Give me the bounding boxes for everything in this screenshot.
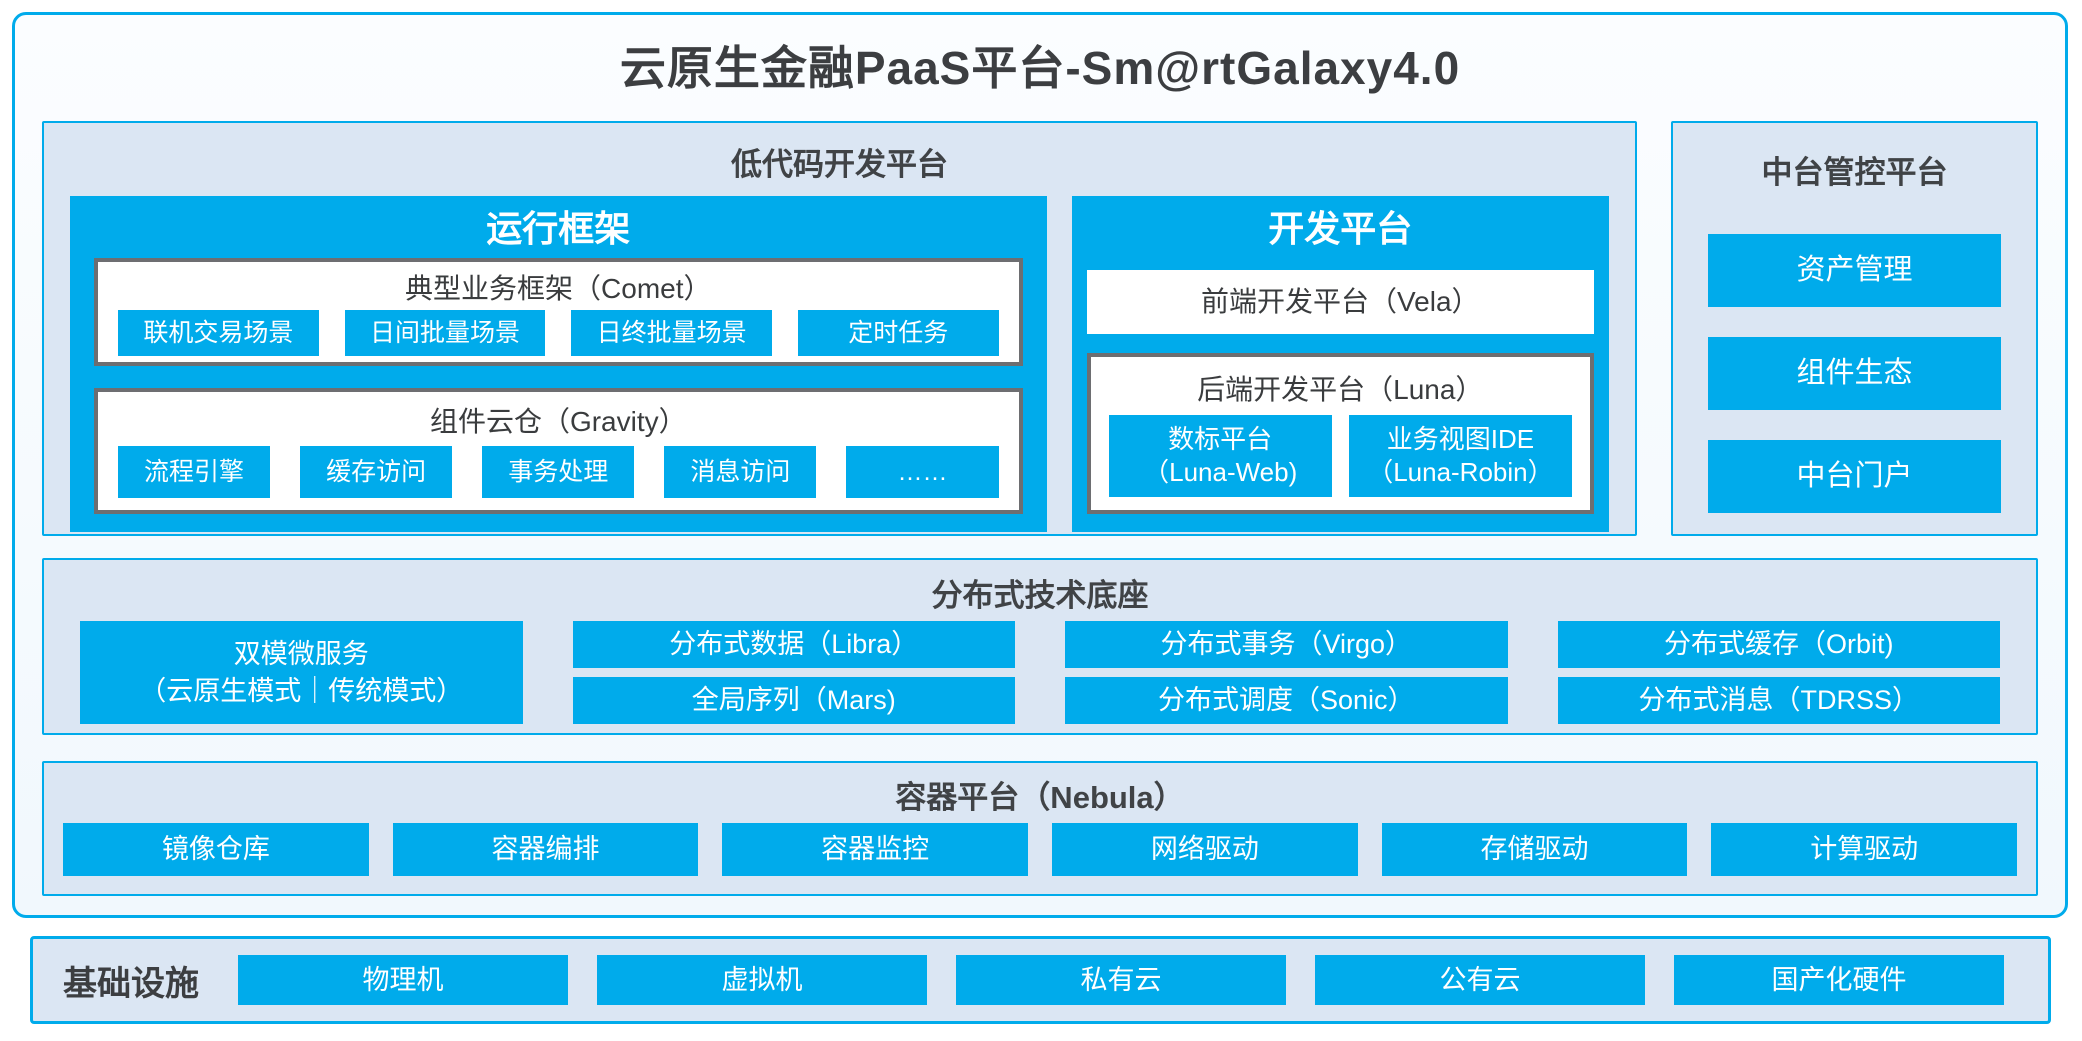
- gravity-item-transaction: 事务处理: [482, 446, 635, 498]
- mid-item-component-ecosystem: 组件生态: [1708, 337, 2001, 410]
- dist-item-sequence-mars: 全局序列（Mars): [572, 677, 1015, 724]
- gravity-warehouse-heading: 组件云仓（Gravity）: [429, 406, 687, 437]
- infra-item-physical-machine: 物理机: [238, 955, 568, 1005]
- luna-backend-box: 后端开发平台（Luna） 数标平台 （Luna-Web) 业务视图IDE （Lu…: [1086, 353, 1594, 514]
- low-code-platform-panel: 低代码开发平台 运行框架 典型业务框架（Comet） 联机交易场景 日间批量场景…: [42, 121, 1637, 536]
- gravity-item-process-engine: 流程引擎: [118, 446, 271, 498]
- vela-frontend-box: 前端开发平台（Vela）: [1086, 270, 1594, 334]
- container-platform-items: 镜像仓库 容器编排 容器监控 网络驱动 存储驱动 计算驱动: [44, 823, 2036, 894]
- infra-item-private-cloud: 私有云: [956, 955, 1286, 1005]
- luna-items: 数标平台 （Luna-Web) 业务视图IDE （Luna-Robin）: [1108, 415, 1573, 497]
- luna-backend-heading: 后端开发平台（Luna）: [1197, 374, 1484, 405]
- comet-framework-heading: 典型业务框架（Comet）: [405, 273, 712, 304]
- comet-item-eod-batch: 日终批量场景: [571, 310, 772, 356]
- mid-platform-items: 资产管理 组件生态 中台门户: [1673, 216, 2036, 513]
- luna-item-web: 数标平台 （Luna-Web): [1108, 415, 1332, 497]
- low-code-body: 运行框架 典型业务框架（Comet） 联机交易场景 日间批量场景 日终批量场景 …: [44, 196, 1635, 549]
- comet-item-daytime-batch: 日间批量场景: [344, 310, 546, 356]
- luna-item-web-code: （Luna-Web): [1143, 457, 1298, 487]
- luna-item-robin: 业务视图IDE （Luna-Robin）: [1348, 415, 1573, 497]
- platform-frame: 云原生金融PaaS平台-Sm@rtGalaxy4.0 低代码开发平台 运行框架 …: [12, 12, 2068, 918]
- distributed-column-2: 分布式事务（Virgo） 分布式调度（Sonic）: [1065, 621, 1508, 724]
- dual-mode-microservice-box: 双模微服务 （云原生模式｜传统模式）: [80, 621, 523, 724]
- infra-item-public-cloud: 公有云: [1315, 955, 1645, 1005]
- dist-item-transaction-virgo: 分布式事务（Virgo）: [1065, 621, 1508, 668]
- dual-mode-line1: 双模微服务: [233, 638, 369, 669]
- top-row: 低代码开发平台 运行框架 典型业务框架（Comet） 联机交易场景 日间批量场景…: [42, 121, 2038, 536]
- container-platform-heading: 容器平台（Nebula）: [895, 780, 1185, 815]
- infrastructure-items: 物理机 虚拟机 私有云 公有云 国产化硬件: [238, 955, 2004, 1005]
- infrastructure-label: 基础设施: [63, 964, 199, 1003]
- mid-item-portal: 中台门户: [1708, 440, 2001, 513]
- comet-framework-box: 典型业务框架（Comet） 联机交易场景 日间批量场景 日终批量场景 定时任务: [94, 258, 1023, 366]
- distributed-column-3: 分布式缓存（Orbit) 分布式消息（TDRSS）: [1557, 621, 2000, 724]
- container-item-compute-driver: 计算驱动: [1711, 823, 2018, 876]
- gravity-item-cache-access: 缓存访问: [300, 446, 453, 498]
- dev-platform-panel: 开发平台 前端开发平台（Vela） 后端开发平台（Luna） 数标平台 （Lun…: [1071, 196, 1609, 532]
- comet-item-online-trade: 联机交易场景: [118, 310, 319, 356]
- dist-item-cache-orbit: 分布式缓存（Orbit): [1557, 621, 2000, 668]
- container-item-monitoring: 容器监控: [722, 823, 1029, 876]
- page-title: 云原生金融PaaS平台-Sm@rtGalaxy4.0: [619, 42, 1461, 94]
- mid-platform-panel: 中台管控平台 资产管理 组件生态 中台门户: [1671, 121, 2038, 536]
- container-item-orchestration: 容器编排: [392, 823, 699, 876]
- runtime-framework-heading: 运行框架: [486, 208, 631, 249]
- luna-item-robin-name: 业务视图IDE: [1386, 424, 1535, 454]
- low-code-platform-heading: 低代码开发平台: [731, 147, 948, 182]
- vela-frontend-heading: 前端开发平台（Vela）: [1201, 286, 1480, 317]
- container-item-storage-driver: 存储驱动: [1381, 823, 1688, 876]
- luna-item-robin-code: （Luna-Robin）: [1367, 457, 1554, 487]
- mid-platform-heading: 中台管控平台: [1761, 155, 1948, 190]
- container-item-image-registry: 镜像仓库: [63, 823, 369, 876]
- dist-item-scheduler-sonic: 分布式调度（Sonic）: [1065, 677, 1508, 724]
- dist-item-data-libra: 分布式数据（Libra）: [572, 621, 1015, 668]
- mid-item-asset-management: 资产管理: [1708, 234, 2001, 307]
- dev-platform-heading: 开发平台: [1268, 208, 1413, 249]
- runtime-framework-panel: 运行框架 典型业务框架（Comet） 联机交易场景 日间批量场景 日终批量场景 …: [70, 196, 1047, 532]
- gravity-item-message-access: 消息访问: [664, 446, 817, 498]
- container-platform-panel: 容器平台（Nebula） 镜像仓库 容器编排 容器监控 网络驱动 存储驱动 计算…: [42, 761, 2038, 896]
- infra-item-virtual-machine: 虚拟机: [597, 955, 927, 1005]
- dist-item-message-tdrss: 分布式消息（TDRSS）: [1557, 677, 2000, 724]
- distributed-base-heading: 分布式技术底座: [931, 578, 1149, 613]
- gravity-item-more: ……: [846, 446, 999, 498]
- infra-item-domestic-hardware: 国产化硬件: [1674, 955, 2004, 1005]
- distributed-body: 双模微服务 （云原生模式｜传统模式） 分布式数据（Libra） 全局序列（Mar…: [44, 621, 2036, 733]
- distributed-base-panel: 分布式技术底座 双模微服务 （云原生模式｜传统模式） 分布式数据（Libra） …: [42, 558, 2038, 735]
- luna-item-web-name: 数标平台: [1168, 424, 1273, 454]
- container-item-network-driver: 网络驱动: [1052, 823, 1358, 876]
- comet-items: 联机交易场景 日间批量场景 日终批量场景 定时任务: [118, 310, 999, 356]
- infrastructure-bar: 基础设施 物理机 虚拟机 私有云 公有云 国产化硬件: [30, 936, 2051, 1024]
- gravity-items: 流程引擎 缓存访问 事务处理 消息访问 ……: [118, 446, 999, 498]
- distributed-column-1: 分布式数据（Libra） 全局序列（Mars): [572, 621, 1015, 724]
- gravity-warehouse-box: 组件云仓（Gravity） 流程引擎 缓存访问 事务处理 消息访问 ……: [94, 388, 1023, 514]
- comet-item-scheduled-task: 定时任务: [797, 310, 999, 356]
- dual-mode-line2: （云原生模式｜传统模式）: [139, 675, 464, 706]
